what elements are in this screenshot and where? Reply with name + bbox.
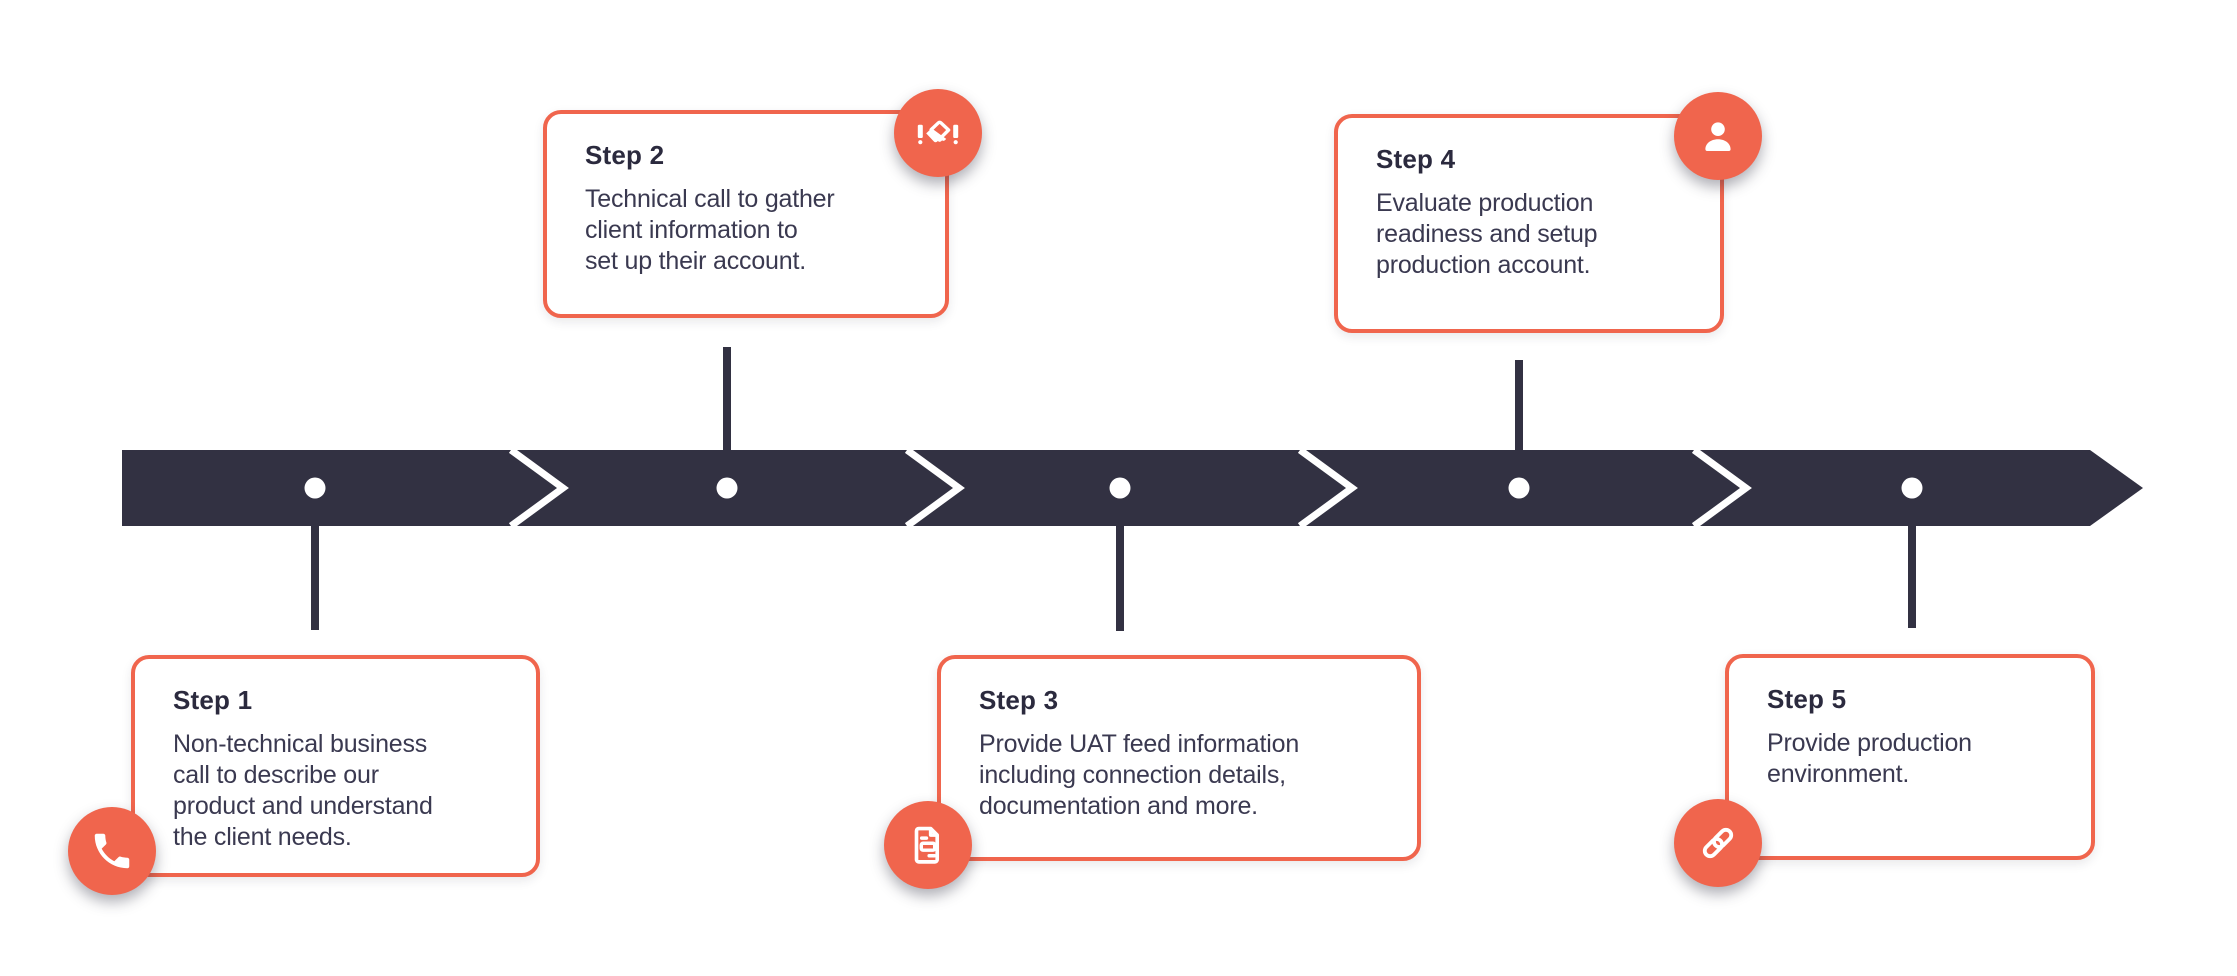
step-card-2: Step 2 Technical call to gather client i…	[543, 110, 949, 318]
step-title: Step 1	[173, 685, 253, 715]
step-description: Non-technical business call to describe …	[173, 730, 433, 851]
step-description: Technical call to gather client informat…	[585, 185, 835, 275]
document-icon	[914, 826, 940, 864]
step-icon-badge	[894, 89, 982, 177]
chevron-separator-icon	[508, 447, 569, 529]
step-dot	[1901, 477, 1923, 499]
connector-line	[723, 347, 731, 450]
chevron-separator-icon	[904, 447, 965, 529]
step-description: Provide production environment.	[1767, 729, 1972, 788]
phone-icon	[94, 833, 130, 869]
step-icon-badge	[1674, 92, 1762, 180]
user-icon	[1705, 122, 1731, 151]
step-description: Provide UAT feed information including c…	[979, 730, 1300, 820]
step-title: Step 5	[1767, 684, 1847, 714]
step-card-5: Step 5 Provide production environment.	[1725, 654, 2095, 860]
step-dot	[716, 477, 738, 499]
connector-line	[311, 526, 319, 630]
step-dot	[304, 477, 326, 499]
step-title: Step 4	[1376, 144, 1456, 174]
step-title: Step 2	[585, 140, 665, 170]
chevron-separator-icon	[1297, 447, 1358, 529]
connector-line	[1116, 526, 1124, 631]
step-card-1: Step 1 Non-technical business call to de…	[131, 655, 540, 877]
timeline-arrow-shape	[122, 450, 2143, 526]
step-description: Evaluate production readiness and setup …	[1376, 189, 1598, 279]
step-icon-badge	[1674, 799, 1762, 887]
handshake-icon	[917, 120, 959, 145]
chevron-separator-icon	[1691, 447, 1752, 529]
step-title: Step 3	[979, 685, 1059, 715]
connector-line	[1515, 360, 1523, 450]
link-icon	[1702, 827, 1734, 859]
connector-line	[1908, 526, 1916, 628]
step-card-4: Step 4 Evaluate production readiness and…	[1334, 114, 1724, 333]
step-card-3: Step 3 Provide UAT feed information incl…	[937, 655, 1421, 861]
step-icon-badge	[68, 807, 156, 895]
step-dot	[1109, 477, 1131, 499]
step-dot	[1508, 477, 1530, 499]
step-icon-badge	[884, 801, 972, 889]
